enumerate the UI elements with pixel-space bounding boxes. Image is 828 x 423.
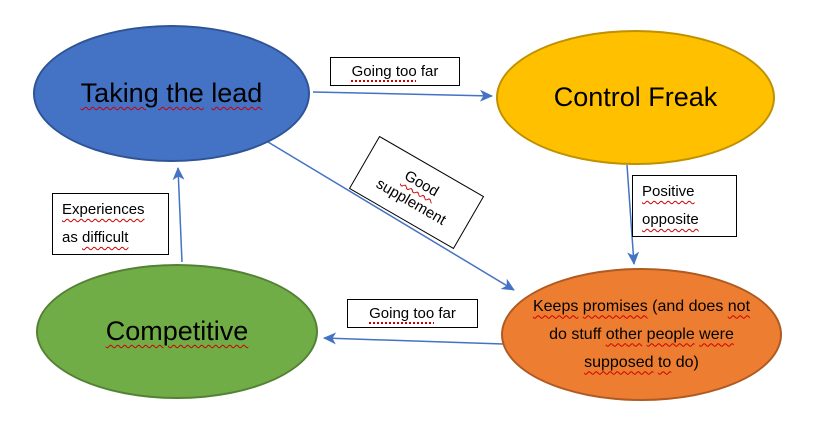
node-competitive-label: Competitive <box>106 316 249 347</box>
arrow-taking-lead-to-control-freak[interactable] <box>312 89 493 102</box>
text-segment: not <box>727 297 751 315</box>
arrow-control-freak-to-keeps-promises[interactable] <box>626 164 640 265</box>
edge-label-going-too-far-bottom-text: Going too far <box>369 305 456 322</box>
text-segment: difficult <box>82 229 129 246</box>
text-segment: lead <box>211 77 263 108</box>
arrow-keeps-promises-to-competitive[interactable] <box>323 332 504 345</box>
text-segment: do) <box>671 353 699 371</box>
arrow-taking-lead-to-keeps-promises[interactable] <box>267 141 515 291</box>
node-keeps-promises[interactable]: Keeps promises (and does not do stuff oth… <box>501 268 782 401</box>
node-control-freak[interactable]: Control Freak <box>496 30 775 165</box>
edge-label-experiences-as-difficult[interactable]: Experiences as difficult <box>52 193 169 255</box>
text-segment: (and does <box>647 297 728 315</box>
node-taking-the-lead[interactable]: Taking the lead <box>33 25 310 162</box>
edge-label-positive-opposite[interactable]: Positive opposite <box>632 175 737 237</box>
node-control-freak-label: Control Freak <box>554 82 718 113</box>
edge-label-going-too-far-top-text: Going too far <box>352 63 439 80</box>
text-segment: supposed <box>584 353 654 371</box>
edge-label-positive-opposite-text: Positive opposite <box>642 178 699 234</box>
text-segment: other <box>605 325 643 343</box>
arrow-competitive-to-taking-lead[interactable] <box>172 167 185 263</box>
text-segment: Keeps <box>532 297 579 315</box>
text-segment: promises <box>582 297 648 315</box>
node-competitive[interactable]: Competitive <box>36 264 318 399</box>
text-segment: were <box>699 325 734 343</box>
text-segment: Experiences <box>62 201 145 218</box>
edge-label-experiences-as-difficult-text: Experiences as difficult <box>62 196 145 252</box>
text-segment: Going too <box>351 63 417 80</box>
text-segment: Control Freak <box>553 81 718 112</box>
text-segment: Going too <box>369 305 435 322</box>
text-segment: as <box>62 229 83 246</box>
edge-label-going-too-far-bottom[interactable]: Going too far <box>347 299 478 328</box>
text-segment: do stuff <box>549 325 606 343</box>
text-segment: far <box>434 305 456 322</box>
text-segment: Positive <box>642 183 695 200</box>
text-segment: far <box>416 63 439 80</box>
text-segment: to <box>657 353 672 371</box>
text-segment: opposite <box>642 211 699 228</box>
node-keeps-promises-label: Keeps promises (and does not do stuff oth… <box>533 293 750 377</box>
text-segment: Taking the <box>80 77 204 108</box>
text-segment: people <box>646 325 695 343</box>
text-segment: Competitive <box>105 315 249 346</box>
node-taking-the-lead-label: Taking the lead <box>81 78 263 109</box>
edge-label-going-too-far-top[interactable]: Going too far <box>330 57 460 86</box>
